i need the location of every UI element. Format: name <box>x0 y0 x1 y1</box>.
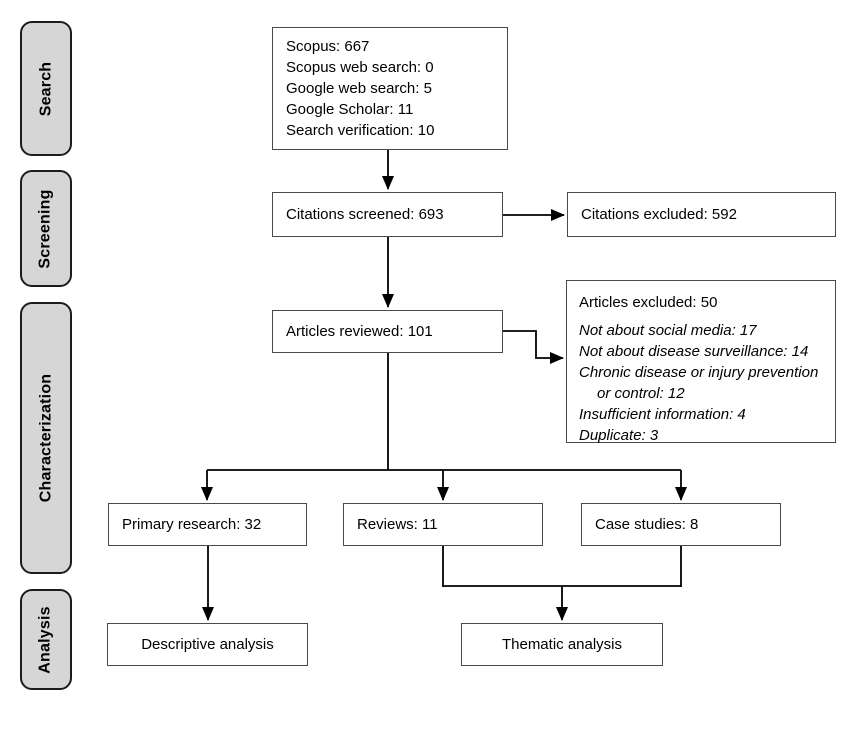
stage-analysis: Analysis <box>20 589 72 690</box>
search-results-line: Google web search: 5 <box>286 80 432 97</box>
box-case-studies: Case studies: 8 <box>581 503 781 546</box>
box-citations-screened: Citations screened: 693 <box>272 192 503 237</box>
citations-screened-label: Citations screened: 693 <box>286 206 444 223</box>
stage-analysis-label: Analysis <box>37 605 55 674</box>
articles-reviewed-label: Articles reviewed: 101 <box>286 323 433 340</box>
box-articles-reviewed: Articles reviewed: 101 <box>272 310 503 353</box>
box-descriptive-analysis: Descriptive analysis <box>107 623 308 666</box>
primary-research-label: Primary research: 32 <box>122 516 262 533</box>
box-primary-research: Primary research: 32 <box>108 503 307 546</box>
box-thematic-analysis: Thematic analysis <box>461 623 663 666</box>
search-results-line: Search verification: 10 <box>286 122 435 139</box>
stage-screening: Screening <box>20 170 72 287</box>
exclusion-reason: Chronic disease or injury prevention or … <box>579 364 819 402</box>
exclusion-reason: Duplicate: 3 <box>579 427 659 444</box>
case-studies-label: Case studies: 8 <box>595 516 699 533</box>
exclusion-reason: Insufficient information: 4 <box>579 406 746 423</box>
box-articles-excluded: Articles excluded: 50 Not about social m… <box>566 280 836 444</box>
box-search-results: Scopus: 667 Scopus web search: 0 Google … <box>272 27 508 150</box>
stage-search-label: Search <box>37 61 55 116</box>
connector-reviewed-to-excluded <box>503 330 564 364</box>
stage-screening-label: Screening <box>37 188 55 269</box>
search-results-line: Scopus web search: 0 <box>286 59 434 76</box>
descriptive-analysis-label: Descriptive analysis <box>141 636 274 653</box>
search-results-line: Google Scholar: 11 <box>286 101 414 118</box>
exclusion-reason: Not about social media: 17 <box>579 322 757 339</box>
box-reviews: Reviews: 11 <box>343 503 543 546</box>
stage-characterization-label: Characterization <box>37 373 55 503</box>
citations-excluded-label: Citations excluded: 592 <box>581 206 737 223</box>
box-citations-excluded: Citations excluded: 592 <box>567 192 836 237</box>
stage-characterization: Characterization <box>20 302 72 574</box>
articles-excluded-label: Articles excluded: 50 <box>579 294 718 311</box>
reviews-label: Reviews: 11 <box>357 516 438 533</box>
thematic-analysis-label: Thematic analysis <box>501 636 623 653</box>
stage-search: Search <box>20 21 72 156</box>
search-results-line: Scopus: 667 <box>286 38 370 55</box>
exclusion-reason: Not about disease surveillance: 14 <box>579 343 809 360</box>
